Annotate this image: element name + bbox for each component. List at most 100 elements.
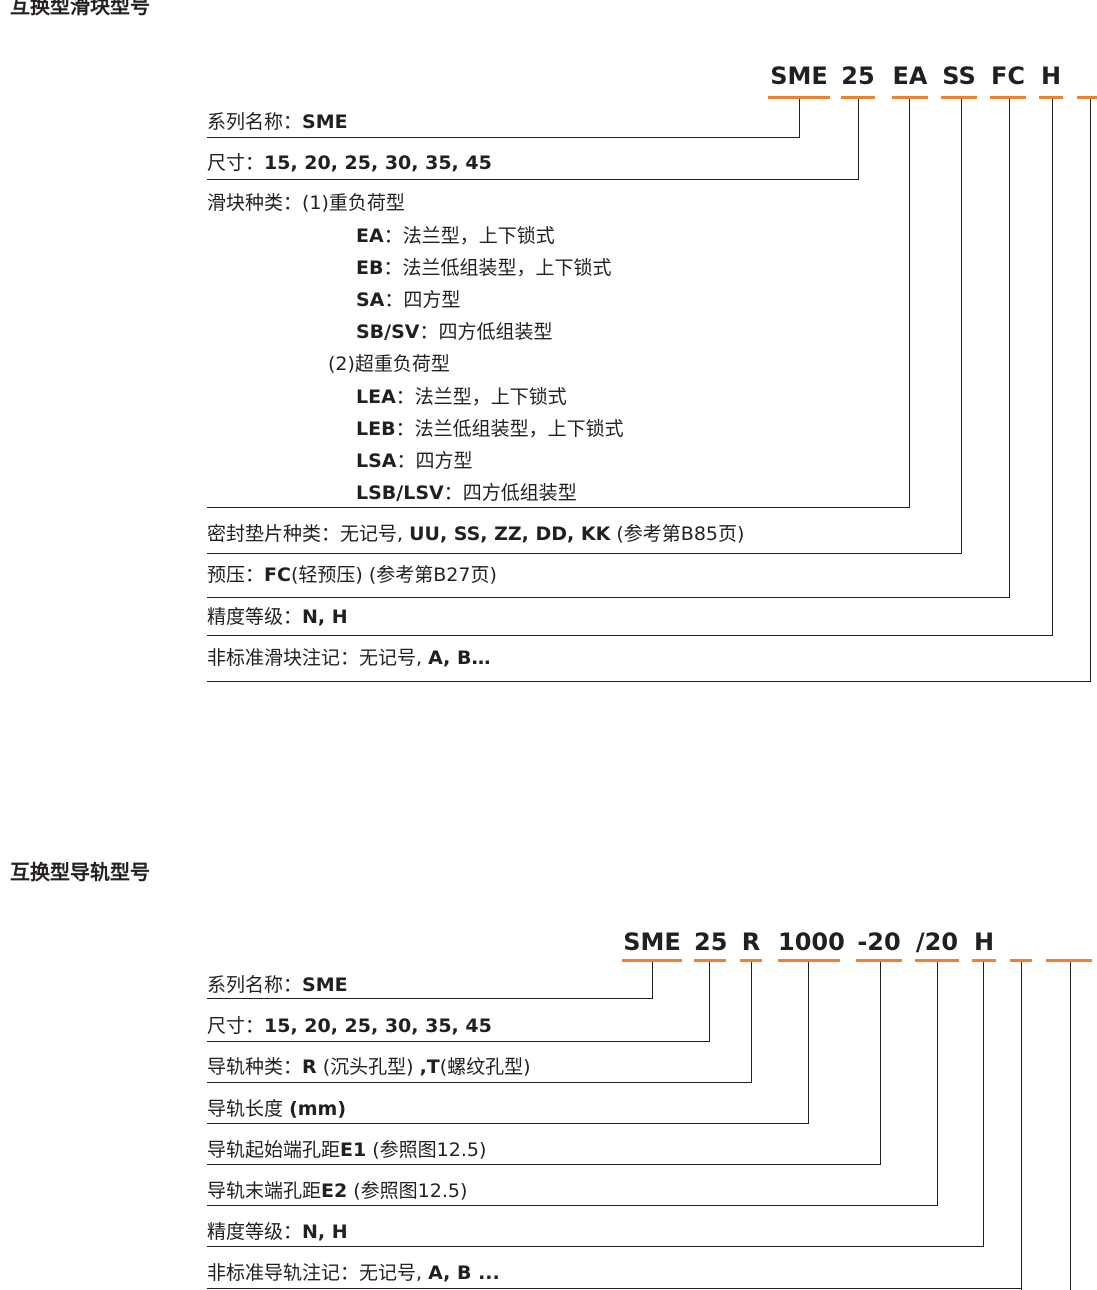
block-leader-preload — [1009, 99, 1010, 598]
rail-e2-note: (参照图12.5) — [353, 1180, 468, 1202]
block-code-seal: SS — [942, 62, 976, 90]
rail-series-line — [207, 998, 653, 999]
rail-section-title: 互换型导轨型号 — [10, 860, 150, 884]
rail-leader-nonstandard — [1070, 962, 1071, 1290]
rail-nonstandard-value: A, B ... — [428, 1262, 500, 1284]
block-type-item-desc: ：四方低组装型 — [419, 321, 553, 343]
rail-e2-key: E2 — [321, 1180, 348, 1202]
block-leader-nonstandard — [1090, 99, 1091, 682]
block-type-label: 滑块种类： — [207, 192, 303, 214]
block-type-item-desc: ：四方型 — [384, 289, 461, 311]
rail-e1-note: (参照图12.5) — [372, 1139, 487, 1161]
rail-code-type-underline — [740, 959, 762, 962]
rail-code-e2-underline — [915, 959, 959, 962]
rail-code-accuracy-underline — [972, 959, 996, 962]
rail-code-blank — [1010, 926, 1032, 958]
rail-type-r-desc: (沉头孔型) — [322, 1056, 414, 1078]
block-size-line — [207, 179, 859, 180]
block-leader-series — [799, 99, 800, 138]
block-type-item-code: LSB/LSV — [356, 482, 444, 504]
block-preload-value: FC — [264, 564, 291, 586]
rail-type-row: 导轨种类：R (沉头孔型) ,T(螺纹孔型) — [207, 1055, 531, 1079]
block-size-label: 尺寸： — [207, 152, 265, 174]
rail-leader-type — [751, 962, 752, 1083]
block-nonstandard-label: 非标准滑块注记：无记号, — [207, 647, 423, 669]
block-code-preload-underline — [990, 96, 1026, 99]
block-type-item-code: SA — [356, 289, 385, 311]
rail-accuracy-label: 精度等级： — [207, 1221, 303, 1243]
rail-leader-size — [709, 962, 710, 1042]
block-preload-label: 预压： — [207, 564, 265, 586]
rail-size-label: 尺寸： — [207, 1015, 265, 1037]
block-type-item: LEA：法兰型，上下锁式 — [356, 385, 567, 409]
block-nonstandard-value: A, B… — [428, 647, 491, 669]
rail-nonstandard-row: 非标准导轨注记：无记号, A, B ... — [207, 1261, 500, 1285]
rail-code-series-underline — [622, 959, 682, 962]
block-type-item-code: LEB — [356, 418, 396, 440]
block-seal-line — [207, 553, 962, 554]
rail-code-nonstandard-underline — [1046, 959, 1092, 962]
block-code-series: SME — [770, 62, 828, 90]
block-type-group2: (2)超重负荷型 — [328, 353, 450, 375]
rail-series-row: 系列名称：SME — [207, 973, 348, 997]
rail-type-r: R — [302, 1056, 317, 1078]
block-type-group1: (1)重负荷型 — [302, 192, 405, 214]
rail-accuracy-line — [207, 1246, 984, 1247]
block-type-item-code: LEA — [356, 386, 396, 408]
block-code-nonstandard-underline — [1077, 96, 1097, 99]
block-leader-size — [858, 99, 859, 180]
block-type-line — [207, 507, 910, 508]
block-seal-value: UU, SS, ZZ, DD, KK — [409, 523, 611, 545]
rail-e2-row: 导轨末端孔距E2 (参照图12.5) — [207, 1179, 467, 1203]
block-type-item: LSA：四方型 — [356, 449, 473, 473]
rail-size-row: 尺寸：15, 20, 25, 30, 35, 45 — [207, 1014, 492, 1038]
block-type-item-desc: ：四方型 — [396, 450, 473, 472]
rail-leader-e1 — [880, 962, 881, 1165]
block-type-item: EA：法兰型，上下锁式 — [356, 224, 555, 248]
rail-length-label: 导轨长度 — [207, 1098, 284, 1120]
block-series-label: 系列名称： — [207, 111, 303, 133]
block-type-item-desc: ：四方低组装型 — [443, 482, 577, 504]
rail-code-nonstandard — [1046, 926, 1092, 958]
block-accuracy-value: N, H — [302, 606, 348, 628]
rail-code-row: SME 25 R 1000 -20 /20 H — [0, 926, 1097, 966]
block-leader-type — [909, 99, 910, 508]
rail-series-value: SME — [302, 974, 348, 996]
block-type-item-code: EB — [356, 257, 384, 279]
block-series-line — [207, 137, 800, 138]
rail-accuracy-row: 精度等级：N, H — [207, 1220, 348, 1244]
block-series-row: 系列名称：SME — [207, 110, 348, 134]
rail-type-label: 导轨种类： — [207, 1056, 303, 1078]
block-seal-note: (参考第B85页) — [616, 523, 745, 545]
rail-leader-blank — [1021, 962, 1022, 1290]
block-type-item-code: LSA — [356, 450, 397, 472]
block-accuracy-label: 精度等级： — [207, 606, 303, 628]
block-code-nonstandard — [1077, 60, 1097, 92]
rail-code-e2: /20 — [915, 928, 959, 956]
block-preload-line — [207, 597, 1010, 598]
block-nonstandard-line — [207, 681, 1091, 682]
block-type-item: LSB/LSV：四方低组装型 — [356, 481, 577, 505]
rail-e1-label: 导轨起始端孔距 — [207, 1139, 341, 1161]
block-code-accuracy: H — [1040, 62, 1062, 90]
block-type-item-desc: ：法兰型，上下锁式 — [395, 386, 567, 408]
block-type-item: SB/SV：四方低组装型 — [356, 320, 553, 344]
block-code-size-underline — [841, 96, 875, 99]
block-code-type-underline — [892, 96, 928, 99]
block-code-size: 25 — [841, 62, 875, 90]
rail-code-length: 1000 — [778, 928, 845, 956]
rail-e1-key: E1 — [340, 1139, 367, 1161]
rail-nonstandard-label: 非标准导轨注记：无记号, — [207, 1262, 423, 1284]
rail-e1-line — [207, 1164, 881, 1165]
rail-length-row: 导轨长度 (mm) — [207, 1097, 346, 1121]
rail-e1-row: 导轨起始端孔距E1 (参照图12.5) — [207, 1138, 486, 1162]
rail-code-type: R — [741, 928, 761, 956]
block-type-item-code: SB/SV — [356, 321, 420, 343]
rail-e2-line — [207, 1205, 938, 1206]
block-size-value: 15, 20, 25, 30, 35, 45 — [264, 152, 492, 174]
block-code-seal-underline — [941, 96, 977, 99]
rail-nonstandard-line — [207, 1288, 1022, 1289]
rail-leader-e2 — [937, 962, 938, 1206]
rail-length-line — [207, 1123, 809, 1124]
rail-series-label: 系列名称： — [207, 974, 303, 996]
